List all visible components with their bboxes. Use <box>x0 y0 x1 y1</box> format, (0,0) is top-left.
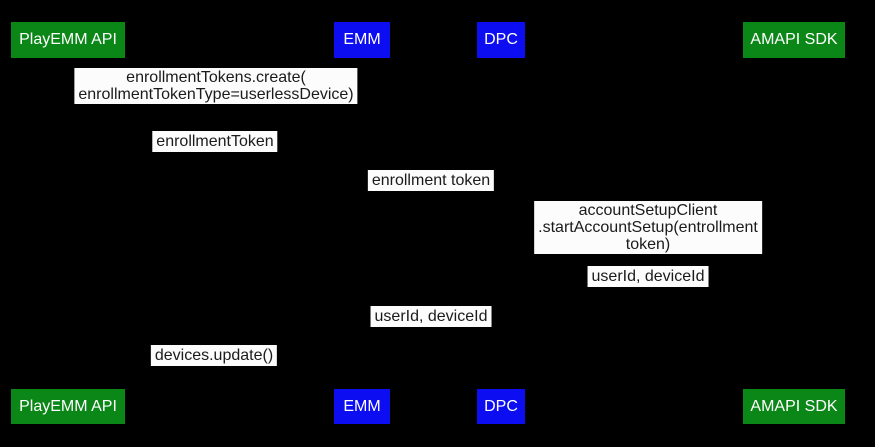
message-start-account-setup: accountSetupClient .startAccountSetup(en… <box>534 201 762 254</box>
actor-dpc-bottom: DPC <box>477 389 525 424</box>
actor-playemm-api-top: PlayEMM API <box>11 22 125 58</box>
actor-label: EMM <box>343 31 381 48</box>
actor-label: PlayEMM API <box>19 397 117 415</box>
actor-amapi-sdk-bottom: AMAPI SDK <box>743 389 845 424</box>
actor-label: DPC <box>484 397 518 415</box>
message-userid-deviceid-from-sdk: userId, deviceId <box>587 266 709 287</box>
actor-emm-top: EMM <box>334 22 390 58</box>
actor-amapi-sdk-top: AMAPI SDK <box>743 22 845 58</box>
actor-label: AMAPI SDK <box>750 397 838 415</box>
actor-label: AMAPI SDK <box>750 31 838 48</box>
actor-dpc-top: DPC <box>477 22 525 58</box>
message-enrollment-token-to-dpc: enrollment token <box>367 170 495 191</box>
actor-label: EMM <box>343 397 381 415</box>
message-enrollment-token-return: enrollmentToken <box>152 131 278 152</box>
actor-label: PlayEMM API <box>19 31 117 48</box>
message-enrollment-tokens-create: enrollmentTokens.create( enrollmentToken… <box>74 68 358 104</box>
actor-emm-bottom: EMM <box>334 389 390 424</box>
actor-playemm-api-bottom: PlayEMM API <box>11 389 125 424</box>
message-userid-deviceid-to-emm: userId, deviceId <box>370 306 492 327</box>
message-devices-update: devices.update() <box>150 345 278 366</box>
actor-label: DPC <box>484 31 518 48</box>
